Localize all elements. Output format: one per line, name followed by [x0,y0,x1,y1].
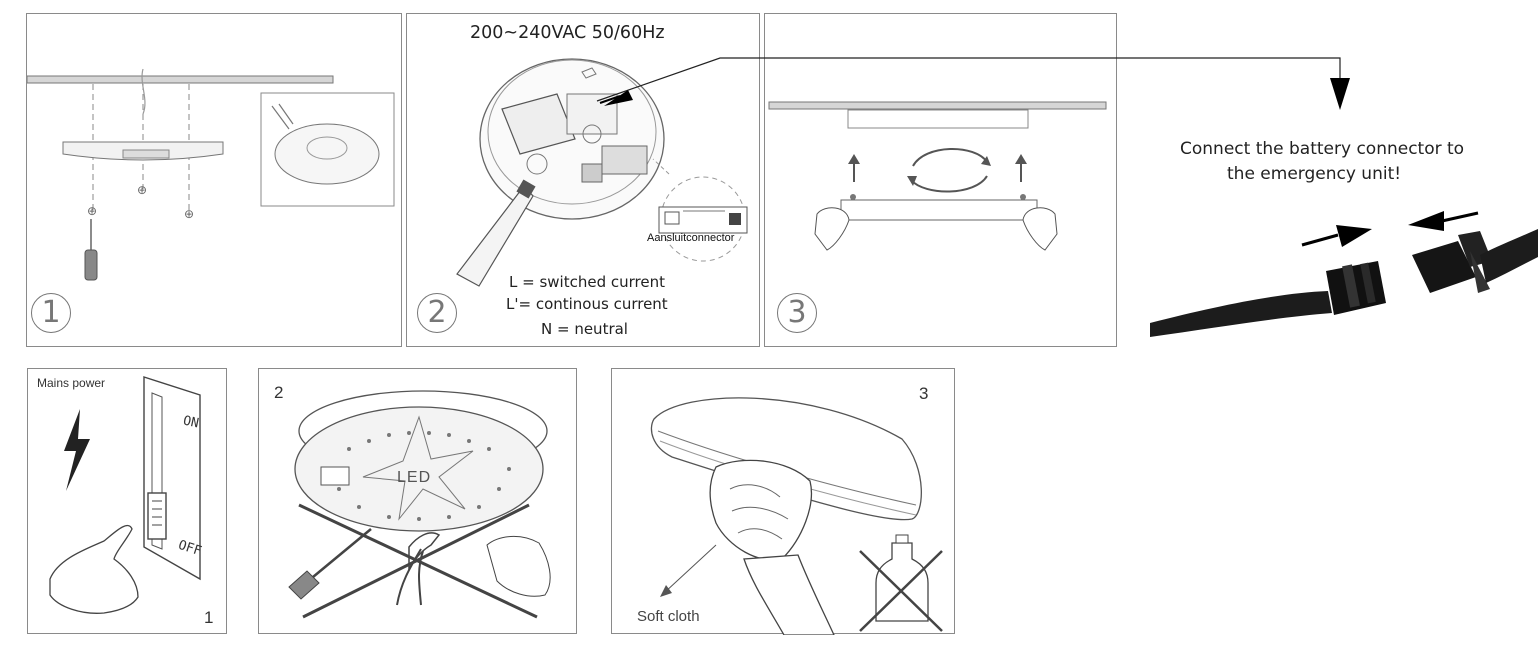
battery-note-line-2: the emergency unit! [1227,164,1402,184]
legend-switched: L = switched current [509,273,665,291]
fixture-rim [650,397,922,521]
step-number-2: 2 [417,293,457,333]
mounting-illustration: ⊕ ⊕ ⊕ [27,68,395,281]
fitting-illustration [768,101,1107,251]
soft-cloth-label: Soft cloth [637,608,700,625]
screwdriver-icon [84,249,98,281]
fixture-held [840,199,1038,221]
svg-text:⊕: ⊕ [87,204,97,218]
install-panel-1: ⊕ ⊕ ⊕ 1 [26,13,402,347]
switch-on-label: ON [181,413,201,432]
hand-icon [486,536,551,597]
maintenance-step-1: 1 [204,608,214,627]
mains-switch-illustration [49,376,201,614]
maintenance-panel-2: LED 2 [258,368,577,634]
led-board [294,406,544,532]
cleaning-illustration [650,397,943,635]
svg-text:⊕: ⊕ [137,183,147,197]
up-arrow-icon [1015,154,1027,164]
hand-icon [743,554,835,635]
legend-continuous: L'= continous current [506,295,668,313]
push-arrow-icon [1336,225,1372,247]
cloth [709,459,812,561]
led-text: LED [397,469,432,486]
leader-arrow-icon [1330,78,1350,110]
battery-note-line-1: Connect the battery connector to [1180,139,1465,159]
up-arrow-icon [848,154,860,164]
no-tools-illustration [288,390,551,619]
maintenance-step-3: 3 [919,384,929,403]
ceiling-slab [27,75,334,84]
ceiling-slab [768,101,1107,110]
right-connector [1412,241,1476,293]
voltage-spec: 200~240VAC 50/60Hz [470,23,665,43]
rotate-icon [912,148,988,167]
connector-label: Aansluitconnector [647,232,735,244]
mounted-base [847,109,1029,129]
step-number-3: 3 [777,293,817,333]
maintenance-step-2: 2 [274,383,284,402]
battery-connector-illustration [1150,211,1538,337]
mains-power-label: Mains power [37,376,106,390]
hand-icon [814,207,850,251]
step-number-1: 1 [31,293,71,333]
wrench-icon [456,185,534,287]
maintenance-panel-3: Soft cloth 3 [611,368,955,635]
maintenance-panel-1: Mains power ON OFF 1 [27,368,227,634]
install-panel-3: 3 [764,13,1117,347]
terminal-block [501,93,576,155]
switch-toggle [147,492,167,540]
hand-icon [49,524,139,614]
push-arrow-icon [1408,211,1444,231]
install-panel-2: 200~240VAC 50/60Hz Aansluitconnector L =… [406,13,760,347]
lightning-icon [64,409,90,491]
screwdriver-icon [288,570,320,600]
hand-icon [1022,207,1058,251]
legend-neutral: N = neutral [541,320,628,338]
svg-text:⊕: ⊕ [184,207,194,221]
